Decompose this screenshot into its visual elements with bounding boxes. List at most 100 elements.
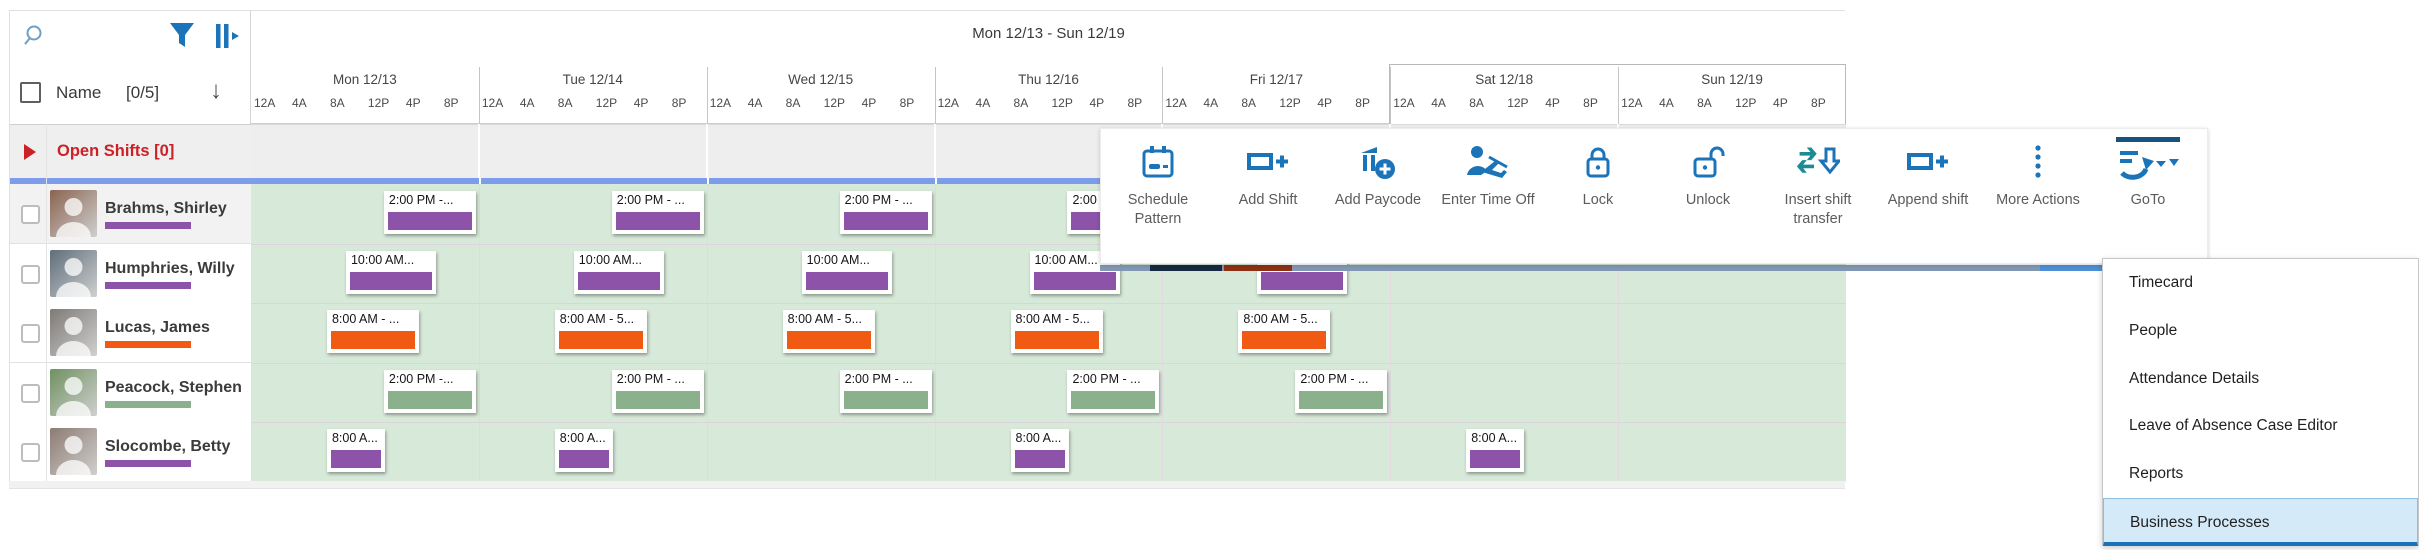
shift-cell-lucas-james[interactable]: 8:00 AM - ... bbox=[326, 310, 419, 354]
employee-row-slocombe-betty[interactable]: Slocombe, Betty bbox=[10, 422, 251, 483]
shift-cell-slocombe-betty[interactable]: 8:00 A... bbox=[326, 429, 385, 473]
shift-time-label: 8:00 AM - 5... bbox=[787, 312, 862, 327]
day-header-wed-12-15[interactable]: Wed 12/15 bbox=[788, 72, 854, 87]
shift-time-label: 8:00 A... bbox=[1015, 431, 1062, 446]
time-tick: 4P bbox=[1089, 96, 1105, 110]
shift-color-bar bbox=[615, 212, 700, 230]
day-header-fri-12-17[interactable]: Fri 12/17 bbox=[1249, 72, 1303, 87]
shift-cell-slocombe-betty[interactable]: 8:00 A... bbox=[1010, 429, 1069, 473]
day-separator bbox=[933, 124, 936, 178]
employee-row-humphries-willy[interactable]: Humphries, Willy bbox=[10, 243, 251, 304]
toolbar-button-label: GoTo bbox=[2130, 192, 2166, 208]
goto-icon bbox=[2093, 143, 2203, 187]
open-shifts-row[interactable]: Open Shifts [0] bbox=[10, 124, 251, 178]
goto-menu-item-business-processes[interactable]: Business Processes bbox=[2103, 498, 2418, 546]
shift-cell-brahms-shirley[interactable]: 2:00 PM -... bbox=[383, 191, 476, 234]
toolbar-button-unlock[interactable]: Unlock bbox=[1653, 129, 1763, 265]
day-header-mon-12-13[interactable]: Mon 12/13 bbox=[333, 72, 397, 87]
toolbar-button-append-shift[interactable]: Append shift bbox=[1873, 129, 1983, 265]
day-separator bbox=[934, 184, 936, 482]
employee-row-peacock-stephen[interactable]: Peacock, Stephen bbox=[10, 362, 251, 423]
day-header-sat-12-18[interactable]: Sat 12/18 bbox=[1475, 72, 1534, 87]
shift-cell-humphries-willy[interactable]: 10:00 AM... bbox=[345, 250, 436, 294]
day-header-thu-12-16[interactable]: Thu 12/16 bbox=[1018, 72, 1079, 87]
expand-caret-icon[interactable] bbox=[24, 144, 36, 160]
toolbar-button-add-paycode[interactable]: Add Paycode bbox=[1323, 129, 1433, 265]
shift-time-label: 8:00 A... bbox=[1471, 431, 1518, 446]
row-checkbox[interactable] bbox=[21, 264, 40, 284]
shift-color-bar bbox=[558, 331, 643, 350]
shift-color-bar bbox=[786, 331, 871, 350]
employee-row-brahms-shirley[interactable]: Brahms, Shirley bbox=[10, 184, 251, 244]
employee-color-bar bbox=[105, 341, 191, 349]
toolbar-button-label: Insert shift transfer bbox=[1784, 192, 1852, 227]
toolbar-button-more-actions[interactable]: More Actions bbox=[1983, 129, 2093, 265]
time-tick: 8A bbox=[1241, 96, 1257, 110]
person-silhouette-icon bbox=[56, 198, 91, 237]
toolbar-button-goto[interactable]: GoTo bbox=[2093, 129, 2203, 265]
day-separator bbox=[478, 184, 480, 482]
select-all-checkbox[interactable] bbox=[20, 82, 41, 103]
search-icon[interactable] bbox=[22, 23, 48, 49]
shift-cell-lucas-james[interactable]: 8:00 AM - 5... bbox=[1010, 310, 1103, 354]
shift-cell-peacock-stephen[interactable]: 2:00 PM - ... bbox=[839, 369, 932, 413]
shift-cell-peacock-stephen[interactable]: 2:00 PM - ... bbox=[1295, 369, 1388, 413]
row-checkbox[interactable] bbox=[21, 383, 40, 403]
toolbar-button-lock[interactable]: Lock bbox=[1543, 129, 1653, 265]
goto-menu-item-people[interactable]: People bbox=[2103, 306, 2418, 355]
toolbar-button-add-shift[interactable]: Add Shift bbox=[1213, 129, 1323, 265]
shift-cell-peacock-stephen[interactable]: 2:00 PM - ... bbox=[611, 369, 704, 413]
shift-cell-lucas-james[interactable]: 8:00 AM - 5... bbox=[782, 310, 875, 354]
toolbar-button-enter-time-off[interactable]: Enter Time Off bbox=[1433, 129, 1543, 265]
shift-cell-peacock-stephen[interactable]: 2:00 PM -... bbox=[383, 369, 476, 413]
time-tick: 12A bbox=[481, 96, 504, 110]
shift-cell-lucas-james[interactable]: 8:00 AM - 5... bbox=[1238, 310, 1331, 354]
goto-menu-item-reports[interactable]: Reports bbox=[2103, 450, 2418, 499]
toolbar-button-label: Schedule Pattern bbox=[1127, 192, 1189, 227]
time-tick: 4A bbox=[1203, 96, 1219, 110]
time-tick: 8P bbox=[443, 96, 459, 110]
time-tick: 8A bbox=[1469, 96, 1484, 110]
avatar bbox=[50, 428, 97, 476]
day-header-tue-12-14[interactable]: Tue 12/14 bbox=[562, 72, 623, 87]
shift-time-label: 10:00 AM... bbox=[1034, 252, 1098, 267]
shift-time-label: 8:00 AM - 5... bbox=[1243, 312, 1318, 327]
shift-cell-humphries-willy[interactable]: 10:00 AM... bbox=[801, 250, 892, 294]
goto-menu-item-timecard[interactable]: Timecard bbox=[2103, 259, 2418, 307]
toolbar-button-schedule-pattern[interactable]: Schedule Pattern bbox=[1103, 129, 1213, 265]
shift-color-bar bbox=[387, 390, 472, 409]
shift-color-bar bbox=[1299, 390, 1384, 409]
time-tick: 4A bbox=[1659, 96, 1674, 110]
goto-menu-item-attendance-details[interactable]: Attendance Details bbox=[2103, 354, 2418, 403]
shift-cell-brahms-shirley[interactable]: 2:00 PM - ... bbox=[611, 191, 704, 234]
toolbar-button-insert-shift-transfer[interactable]: Insert shift transfer bbox=[1763, 129, 1873, 265]
employee-color-bar bbox=[105, 460, 191, 468]
goto-menu-item-leave-of-absence-case-editor[interactable]: Leave of Absence Case Editor bbox=[2103, 402, 2418, 451]
selection-count: [0/5] bbox=[126, 83, 160, 102]
shift-cell-peacock-stephen[interactable]: 2:00 PM - ... bbox=[1067, 369, 1160, 413]
shift-time-label: 10:00 AM... bbox=[578, 252, 643, 267]
shift-cell-humphries-willy[interactable]: 10:00 AM... bbox=[573, 250, 664, 294]
columns-icon[interactable] bbox=[212, 21, 242, 51]
shift-cell-humphries-willy[interactable]: 10:00 AM... bbox=[1029, 250, 1120, 294]
shift-cell-brahms-shirley[interactable]: 2:00 PM - ... bbox=[839, 191, 932, 234]
selection-divider-bar bbox=[480, 178, 707, 184]
sort-arrow-icon[interactable]: ↓ bbox=[210, 77, 222, 104]
toolbar-button-label: Lock bbox=[1582, 192, 1614, 208]
row-checkbox[interactable] bbox=[21, 205, 40, 224]
time-tick: 12A bbox=[254, 96, 276, 110]
toolbar-button-label: Append shift bbox=[1887, 192, 1969, 208]
row-checkbox[interactable] bbox=[21, 324, 40, 344]
employee-row-lucas-james[interactable]: Lucas, James bbox=[10, 303, 251, 364]
insert-shift-transfer-icon bbox=[1763, 143, 1873, 187]
shift-time-label: 2:00 PM - ... bbox=[616, 371, 685, 386]
shift-cell-lucas-james[interactable]: 8:00 AM - 5... bbox=[554, 310, 647, 354]
filter-icon[interactable] bbox=[168, 21, 196, 51]
day-header-sun-12-19[interactable]: Sun 12/19 bbox=[1701, 72, 1763, 87]
time-tick: 4A bbox=[291, 96, 307, 110]
selected-days-outline bbox=[1389, 64, 1846, 124]
shift-cell-slocombe-betty[interactable]: 8:00 A... bbox=[1466, 429, 1525, 473]
row-checkbox[interactable] bbox=[21, 443, 40, 463]
shift-cell-slocombe-betty[interactable]: 8:00 A... bbox=[554, 429, 613, 473]
